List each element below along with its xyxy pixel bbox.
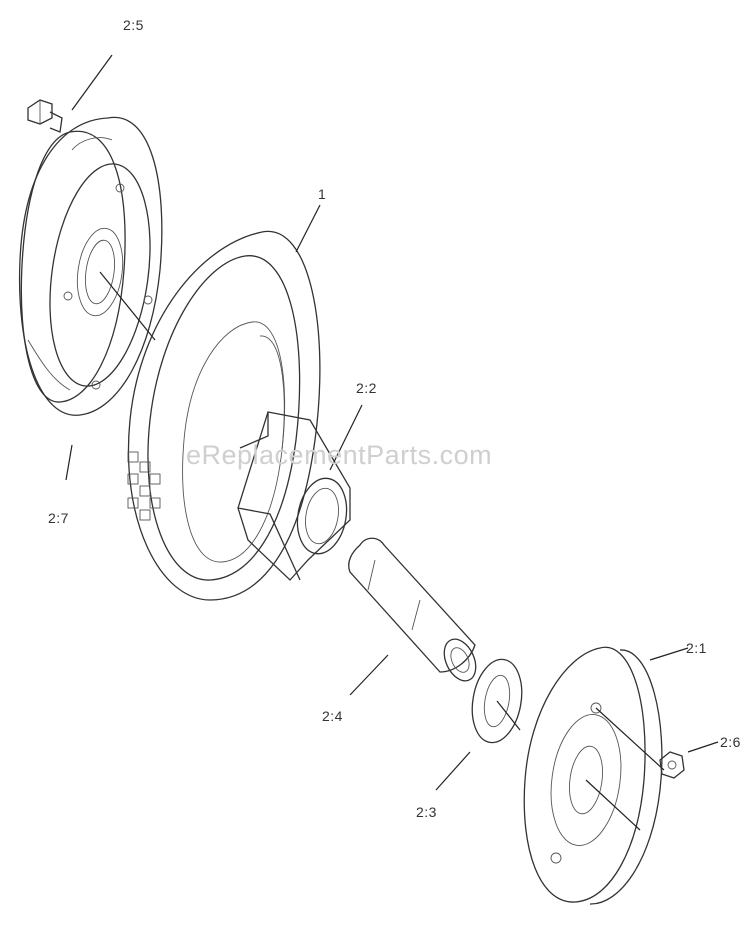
callout-leaders — [65, 54, 719, 791]
watermark-text: eReplacementParts.com — [186, 440, 493, 470]
callout-2-5: 2:5 — [123, 17, 144, 33]
callout-2-6: 2:6 — [720, 734, 741, 750]
bolt-2-5 — [27, 99, 63, 133]
hub-half-2-1 — [523, 646, 665, 905]
callout-2-2: 2:2 — [356, 380, 377, 396]
callout-2-1: 2:1 — [686, 640, 707, 656]
wheel-tire-1 — [127, 230, 321, 601]
hub-housing-2-2 — [237, 411, 351, 581]
axle-tube-2-4 — [348, 537, 477, 682]
callout-2-7: 2:7 — [48, 510, 69, 526]
callout-2-4: 2:4 — [322, 708, 343, 724]
nut-2-6 — [659, 751, 685, 779]
tire-tread — [127, 451, 161, 521]
callout-2-3: 2:3 — [416, 804, 437, 820]
callout-1: 1 — [318, 186, 327, 202]
hub-half-2-7 — [18, 116, 163, 416]
washer-2-3 — [471, 658, 523, 744]
